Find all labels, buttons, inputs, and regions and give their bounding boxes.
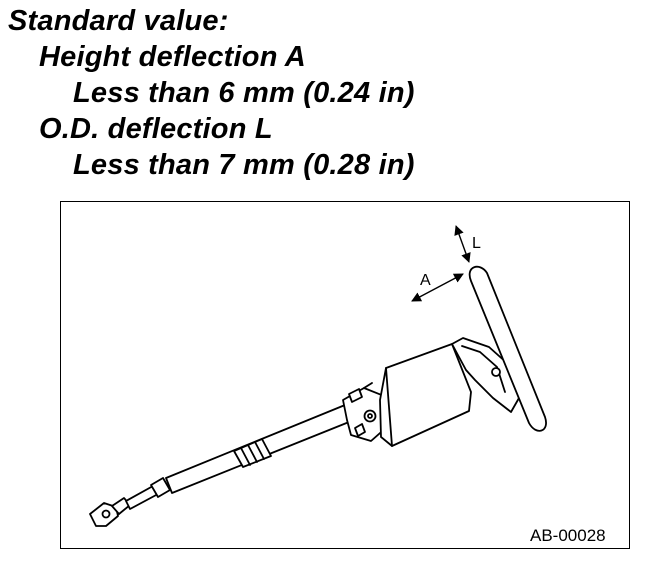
label-l: L bbox=[472, 235, 481, 252]
housing-edge bbox=[385, 367, 393, 447]
lower-bracket bbox=[342, 382, 389, 442]
od-deflection-title: O.D. deflection L bbox=[39, 113, 273, 145]
od-deflection-value: Less than 7 mm (0.28 in) bbox=[73, 149, 415, 181]
universal-joint bbox=[89, 497, 131, 527]
column-housing bbox=[379, 343, 472, 447]
label-a: A bbox=[420, 272, 431, 289]
height-deflection-arrow bbox=[411, 273, 464, 302]
height-deflection-value: Less than 6 mm (0.24 in) bbox=[73, 77, 415, 109]
od-deflection-arrow bbox=[454, 225, 471, 263]
diagram-frame bbox=[60, 201, 630, 549]
tube-sleeve bbox=[233, 438, 272, 468]
tilt-bracket bbox=[451, 337, 520, 413]
steering-wheel-rim bbox=[468, 265, 547, 432]
standard-value-heading: Standard value: bbox=[8, 5, 229, 37]
figure-code: AB-00028 bbox=[530, 526, 606, 545]
height-deflection-title: Height deflection A bbox=[39, 41, 306, 73]
